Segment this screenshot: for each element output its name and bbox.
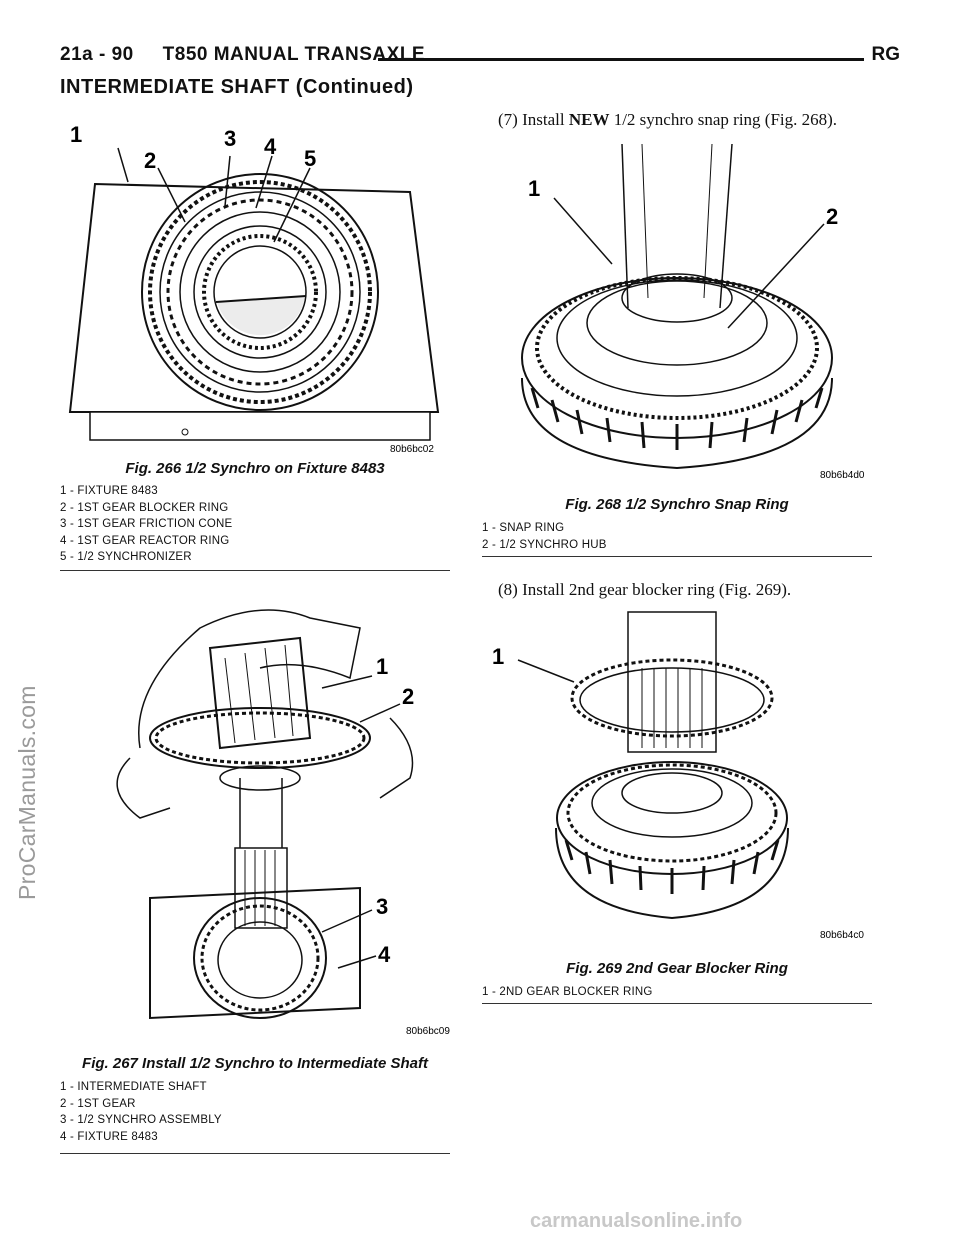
fig267-callout-4: 4 [378,942,391,967]
snap-ring-illustration: 1 2 80b6b4d0 [521,143,865,481]
fig266-caption: Fig. 266 1/2 Synchro on Fixture 8483 [125,460,385,477]
fig267-callout-2: 2 [402,684,414,709]
legend-item: 3 - 1/2 SYNCHRO ASSEMBLY [60,1114,222,1126]
fig269-callout-1: 1 [492,644,504,669]
figure-269: 1 80b6b4c0 [482,608,872,948]
fig268-legend: 1 - SNAP RING 2 - 1/2 SYNCHRO HUB [482,520,872,553]
fig266-callout-5: 5 [304,146,316,171]
legend-item: 4 - FIXTURE 8483 [60,1130,158,1143]
legend-item: 1 - SNAP RING [482,522,565,534]
legend-item: 4 - 1ST GEAR REACTOR RING [60,534,230,547]
page-header-title: 21a - 90 T850 MANUAL TRANSAXLE [60,44,425,66]
legend-item: 1 - INTERMEDIATE SHAFT [60,1081,207,1093]
fig266-callout-4: 4 [264,134,277,159]
figure-268: 1 2 80b6b4d0 [482,138,872,486]
fig266-legend: 1 - FIXTURE 8483 2 - 1ST GEAR BLOCKER RI… [60,483,450,566]
legend-item: 3 - 1ST GEAR FRICTION CONE [60,518,233,530]
fig267-legend: 1 - INTERMEDIATE SHAFT 2 - 1ST GEAR 3 - … [60,1079,450,1145]
manual-title: T850 MANUAL TRANSAXLE [162,44,426,65]
synchro-shaft-illustration: 1 2 3 4 80b6bc09 [116,609,450,1037]
fig269-image-code: 80b6b4c0 [820,930,864,941]
footer-watermark: carmanualsonline.info [530,1210,743,1232]
fig268-caption: Fig. 268 1/2 Synchro Snap Ring [565,496,789,513]
figure-266: 1 2 3 4 5 80b6bc02 [60,112,450,458]
legend-item: 2 - 1ST GEAR [60,1097,136,1110]
page-number: 21a - 90 [60,44,134,65]
header-rule [378,58,864,61]
fig267-callout-3: 3 [376,894,388,919]
blocker-ring-illustration: 1 80b6b4c0 [492,611,864,941]
legend-item: 5 - 1/2 SYNCHRONIZER [60,551,192,563]
fig266-image-code: 80b6bc02 [390,444,434,455]
side-watermark: ProCarManuals.com [14,685,40,900]
fig268-rule [482,556,872,557]
fig266-callout-1: 1 [70,122,82,147]
fixture-synchro-illustration: 1 2 3 4 5 80b6bc02 [68,122,440,455]
section-title: INTERMEDIATE SHAFT (Continued) [60,76,414,98]
fig268-callout-1: 1 [528,176,540,201]
vehicle-code: RG [871,44,901,65]
step-8: (8) Install 2nd gear blocker ring (Fig. … [498,580,792,599]
fig267-image-code: 80b6bc09 [406,1026,450,1037]
legend-item: 2 - 1/2 SYNCHRO HUB [482,538,607,551]
step-7-emphasis: NEW [568,110,610,129]
legend-item: 2 - 1ST GEAR BLOCKER RING [60,501,229,514]
fig267-callout-1: 1 [376,654,388,679]
fig267-caption: Fig. 267 Install 1/2 Synchro to Intermed… [82,1055,428,1072]
legend-item: 1 - FIXTURE 8483 [60,485,158,497]
fig266-callout-3: 3 [224,126,236,151]
step-7: (7) Install NEW 1/2 synchro snap ring (F… [498,110,838,129]
figure-267: 1 2 3 4 80b6bc09 [60,588,450,1048]
fig267-rule [60,1153,450,1154]
fig269-rule [482,1003,872,1004]
fig266-rule [60,570,450,571]
fig269-legend: 1 - 2ND GEAR BLOCKER RING [482,984,872,1001]
fig268-callout-2: 2 [826,204,838,229]
fig266-callout-2: 2 [144,148,156,173]
fig268-image-code: 80b6b4d0 [820,470,865,481]
fig269-caption: Fig. 269 2nd Gear Blocker Ring [566,960,788,977]
legend-item: 1 - 2ND GEAR BLOCKER RING [482,986,653,998]
